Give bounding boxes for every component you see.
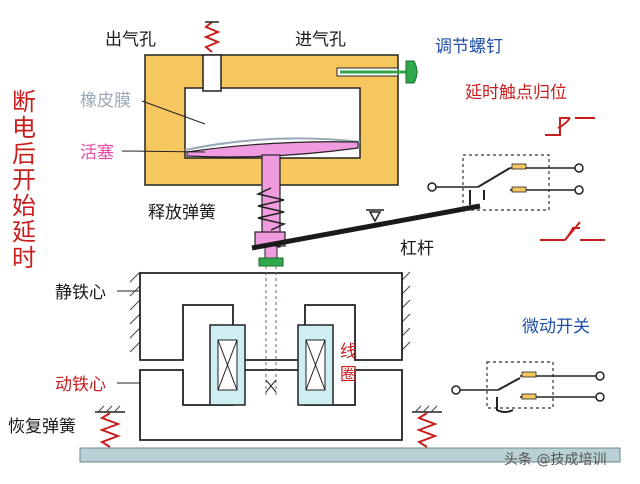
piston-disc (186, 141, 359, 158)
micro-terminal-top (595, 371, 605, 381)
delay-switch-blade (477, 167, 511, 188)
coil-left (209, 324, 246, 406)
reset-springs (95, 405, 442, 448)
contact-symbols (540, 117, 605, 241)
lever-hook (469, 190, 485, 205)
micro-terminal-bottom (595, 392, 605, 402)
label-reset-spring: 恢复弹簧 (8, 417, 76, 437)
base-plate (79, 447, 621, 463)
moving-core (139, 369, 403, 441)
label-static-core: 静铁心 (55, 283, 106, 303)
label-release-spring: 释放弹簧 (148, 203, 216, 223)
label-micro-switch: 微动开关 (522, 317, 590, 337)
label-coil-1: 线 (340, 342, 357, 362)
air-chamber (144, 21, 418, 267)
vertical-note-2: 电 (12, 114, 36, 142)
lever-bar (251, 203, 481, 251)
micro-plunger (496, 397, 514, 413)
delay-contact-top (511, 163, 527, 170)
pusher-cap (258, 257, 284, 267)
label-coil-2: 圈 (340, 365, 357, 385)
vertical-note-1: 断 (12, 88, 36, 116)
micro-switch (451, 361, 605, 413)
top-spring-icon (203, 21, 221, 53)
micro-blade (497, 377, 521, 391)
nc-delay-contact-symbol (545, 117, 595, 136)
label-rubber-membrane: 橡皮膜 (80, 91, 131, 111)
delay-switch-terminal-bottom (574, 185, 584, 195)
label-exhaust-hole: 出气孔 (105, 30, 156, 50)
vertical-note-6: 延 (12, 218, 36, 246)
screw-head-icon (405, 60, 418, 84)
delay-switch-terminal-top (574, 163, 584, 173)
vertical-note-7: 时 (12, 244, 36, 272)
reset-spring-right-icon (416, 412, 438, 448)
leader-piston (121, 150, 206, 153)
pivot-icon (368, 211, 382, 223)
delay-switch-terminal-left (427, 182, 437, 192)
no-delay-contact-blade (564, 221, 581, 241)
label-moving-core: 动铁心 (55, 375, 106, 395)
label-lever: 杠杆 (400, 239, 434, 259)
lever-assembly (251, 190, 485, 251)
electromagnet (129, 266, 411, 441)
delay-switch (427, 154, 584, 211)
leader-membrane (141, 100, 206, 125)
left-wall-hatch (129, 271, 141, 353)
label-delay-contact-reset: 延时触点归位 (465, 83, 567, 103)
micro-terminal-left (451, 385, 461, 395)
exhaust-tube (202, 54, 222, 92)
coil-right (297, 324, 334, 406)
delay-switch-box (462, 154, 550, 211)
delay-contact-bottom (511, 186, 527, 193)
release-spring-icon (255, 187, 287, 231)
micro-switch-box (486, 361, 554, 409)
label-adjust-screw: 调节螺钉 (435, 37, 503, 57)
label-piston: 活塞 (80, 143, 114, 163)
label-intake-hole: 进气孔 (295, 30, 346, 50)
reset-spring-left-icon (99, 412, 121, 448)
vertical-note-4: 开 (12, 166, 36, 194)
vertical-note-5: 始 (12, 192, 36, 220)
static-core (139, 272, 403, 361)
watermark: 头条 @技成培训 (504, 451, 606, 468)
vertical-note-3: 后 (12, 140, 36, 168)
center-rod-x (265, 379, 277, 393)
rubber-membrane (184, 137, 361, 151)
